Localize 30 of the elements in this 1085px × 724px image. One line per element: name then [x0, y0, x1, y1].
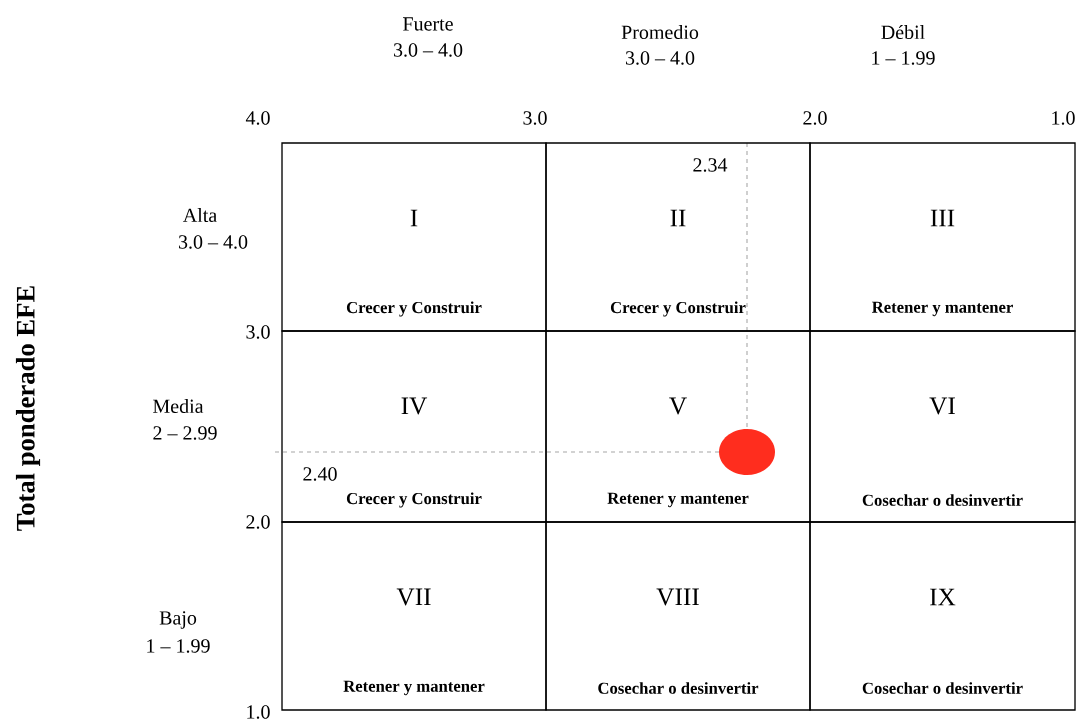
- range-label: 3.0 – 4.0: [178, 235, 248, 249]
- range-label: 1 – 1.99: [872, 51, 935, 65]
- range-label: 3.0 – 4.0: [393, 43, 463, 57]
- range-label: 2 – 2.99: [153, 426, 217, 440]
- row-heading: Alta: [183, 207, 217, 223]
- matrix-cell: V Retener y mantener: [545, 330, 811, 523]
- range-label: 1 – 1.99: [147, 639, 210, 653]
- value-label: 2.40: [303, 467, 337, 481]
- tick-label: 2.0: [803, 111, 827, 125]
- value-label: 2.34: [693, 158, 728, 172]
- column-heading: Promedio: [621, 25, 699, 40]
- axis-title: Total ponderado EFE: [15, 286, 41, 531]
- column-heading: Débil: [881, 24, 925, 40]
- matrix-cell: I Crecer y Construir: [281, 142, 547, 332]
- matrix-cell: VII Retener y mantener: [281, 521, 547, 711]
- matrix-cell: VIII Cosechar o desinvertir: [545, 521, 811, 711]
- matrix-cell: III Retener y mantener: [809, 142, 1076, 332]
- matrix-cell: VI Cosechar o desinvertir: [809, 330, 1076, 523]
- column-heading: Fuerte: [403, 17, 453, 31]
- range-label: 3.0 – 4.0: [625, 51, 695, 65]
- position-dot: [719, 429, 775, 475]
- tick-label: 2.0: [246, 515, 270, 529]
- tick-label: 3.0: [523, 111, 547, 125]
- tick-label: 4.0: [245, 111, 270, 125]
- row-heading: Bajo: [159, 611, 197, 629]
- tick-label: 1.0: [1052, 111, 1075, 125]
- tick-label: 1.0: [247, 705, 270, 719]
- row-heading: Media: [153, 398, 204, 414]
- matrix-cell: IX Cosechar o desinvertir: [809, 521, 1076, 711]
- tick-label: 3.0: [246, 325, 270, 339]
